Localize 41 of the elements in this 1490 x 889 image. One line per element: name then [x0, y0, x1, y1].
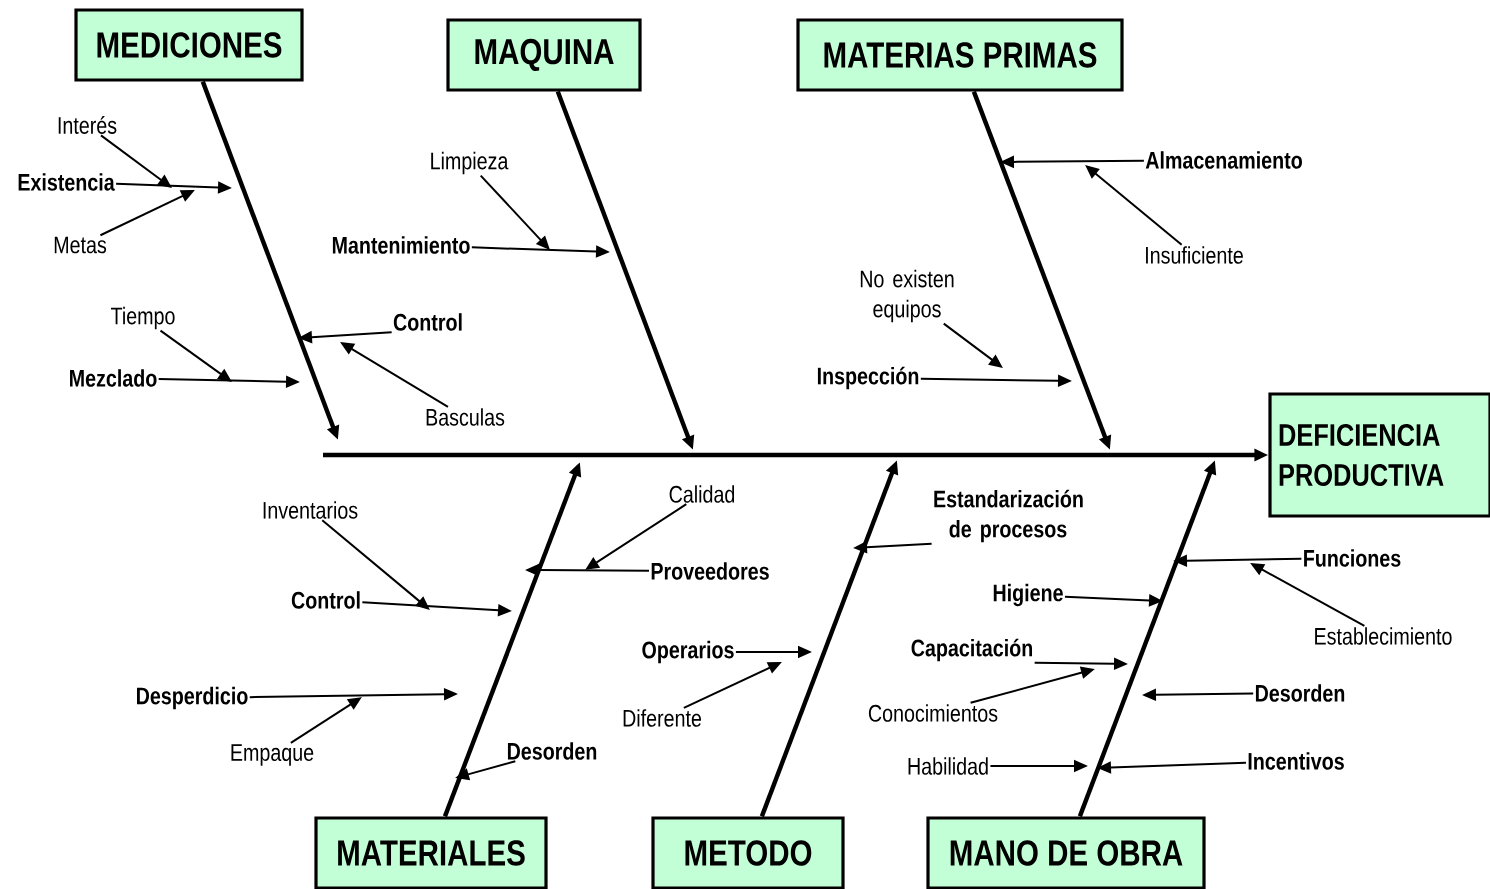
sub-cause-label: Establecimiento [1315, 627, 1452, 645]
sub-cause-label: Tiempo [111, 306, 175, 330]
cause-label: Mezclado [70, 369, 157, 387]
cause-label: Funciones [1304, 549, 1401, 567]
sub-cause-label: Inventarios [263, 501, 358, 519]
sub-cause-label: Insuficiente [1146, 246, 1243, 264]
cause-label: Almacenamiento [1145, 151, 1302, 169]
sub-cause-label: Empaque [231, 744, 314, 766]
cause-label: Mantenimiento [332, 236, 470, 254]
effect-box: DEFICIENCIA PRODUCTIVA [1268, 392, 1490, 518]
sub-cause-label: Interés [58, 116, 117, 134]
category-box: MATERIALES [314, 816, 548, 889]
cause-label: Operarios [642, 640, 734, 664]
arrow [1085, 165, 1183, 246]
cause-label: Desorden [1255, 684, 1345, 702]
cause-label: Desorden [507, 742, 597, 760]
sub-cause-label: Limpieza [431, 151, 509, 175]
category-box: MATERIAS PRIMAS [796, 18, 1124, 92]
sub-cause-label: No existen equipos [860, 269, 954, 323]
sub-cause-label: Diferente [623, 709, 702, 727]
sub-cause-label: Basculas [426, 408, 505, 426]
cause-label: Existencia [18, 173, 115, 191]
sub-cause-label: Conocimientos [868, 704, 998, 722]
arrow [479, 174, 550, 250]
category-box: MEDICIONES [74, 8, 304, 82]
sub-cause-label: Metas [54, 236, 107, 254]
cause-label: Control [393, 313, 462, 331]
cause-label: Control [291, 591, 360, 609]
cause-label: Inspección [817, 366, 919, 390]
cause-label: Proveedores [651, 562, 769, 580]
cause-label: Capacitación [911, 638, 1032, 662]
cause-label: Desperdicio [137, 686, 248, 710]
arrow [321, 519, 430, 610]
category-box: MANO DE OBRA [926, 816, 1206, 889]
sub-cause-label: Habilidad [908, 757, 988, 775]
cause-label: Higiene [993, 583, 1063, 607]
sub-cause-label: Calidad [669, 485, 735, 503]
category-box: METODO [651, 816, 845, 889]
cause-label: Incentivos [1248, 752, 1344, 770]
cause-label: Estandarización de procesos [934, 489, 1083, 543]
category-box: MAQUINA [446, 18, 642, 92]
